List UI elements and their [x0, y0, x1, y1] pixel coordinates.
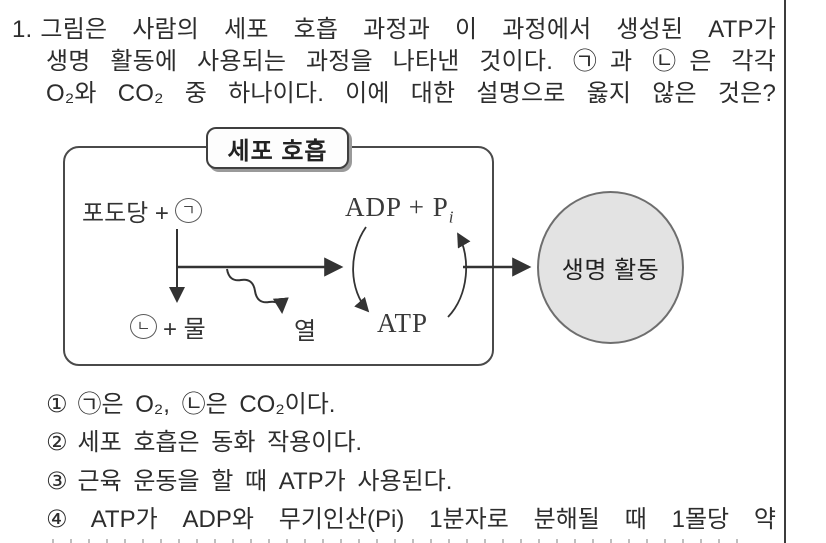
choice-1: ① ㉠은 O₂, ㉡은 CO₂이다.: [46, 389, 335, 421]
water-plus-label: + 물: [163, 316, 206, 343]
circled-symbol-1-icon: ㄱ: [174, 198, 202, 223]
glucose-plus-label: 포도당 +: [82, 200, 169, 227]
choice-4-marker: ④: [46, 506, 81, 533]
circled-symbol-2-icon: ㄴ: [130, 314, 157, 339]
adp-text: ADP + Pi: [345, 192, 454, 227]
adp-pi-label: ADP + Pi: [345, 192, 454, 227]
question-line-1: 1. 그림은 사람의 세포 호흡 과정과 이 과정에서 생성된 ATP가: [12, 14, 776, 46]
question-text-1: 그림은 사람의 세포 호흡 과정과 이 과정에서 생성된 ATP가: [40, 16, 776, 43]
choice-3-text: 근육 운동을 할 때 ATP가 사용된다.: [77, 468, 453, 495]
question-line-2: 생명 활동에 사용되는 과정을 나타낸 것이다. ㉠과 ㉡은 각각: [46, 48, 776, 75]
choice-4: ④ ATP가 ADP와 무기인산(Pi) 1분자로 분해될 때 1몰당 약: [46, 504, 776, 536]
choice-4-text: ATP가 ADP와 무기인산(Pi) 1분자로 분해될 때 1몰당 약: [90, 506, 777, 533]
heat-label: 열: [294, 318, 317, 345]
choice-2: ② 세포 호흡은 동화 작용이다.: [46, 427, 362, 459]
life-activity-label: 생명 활동: [561, 257, 660, 284]
column-divider: [784, 0, 786, 543]
reactants-label: 포도당 + ㄱ: [82, 193, 202, 228]
choice-2-text: 세포 호흡은 동화 작용이다.: [77, 429, 363, 456]
choice-3: ③ 근육 운동을 할 때 ATP가 사용된다.: [46, 466, 452, 498]
choice-2-marker: ②: [46, 429, 68, 456]
question-number: 1.: [12, 16, 33, 43]
atp-label: ATP: [377, 308, 429, 338]
cell-respiration-title: 세포 호흡: [206, 127, 349, 169]
life-activity-circle: 생명 활동: [537, 191, 684, 344]
pi-subscript: i: [448, 207, 454, 227]
next-line-cutoff: [52, 539, 752, 543]
choice-1-marker: ①: [46, 391, 68, 418]
question-line-3: O₂와 CO₂ 중 하나이다. 이에 대한 설명으로 옳지 않은 것은?: [46, 80, 776, 107]
choice-1-text: ㉠은 O₂, ㉡은 CO₂이다.: [77, 391, 336, 418]
products-label: ㄴ + 물: [130, 309, 206, 344]
choice-3-marker: ③: [46, 468, 68, 495]
cell-respiration-box: [63, 146, 494, 366]
